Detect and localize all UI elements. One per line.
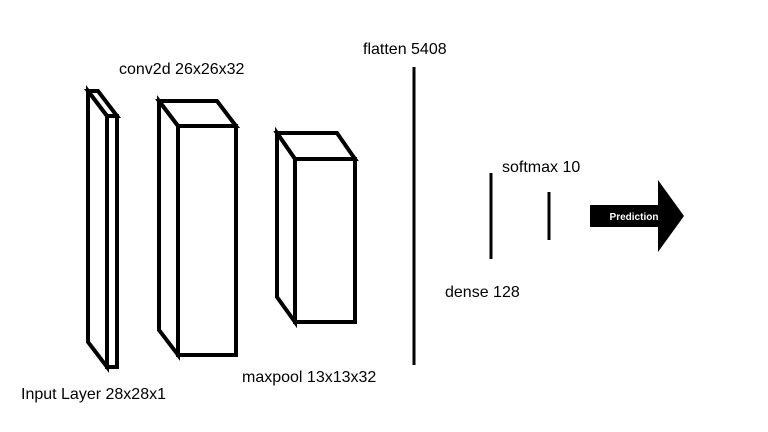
flatten-layer-label: flatten 5408 [363, 41, 447, 58]
conv2d-layer-label: conv2d 26x26x32 [119, 61, 245, 78]
conv2d-layer-box [154, 95, 241, 361]
prediction-arrow-shape [590, 180, 684, 252]
input-layer-label: Input Layer 28x28x1 [21, 386, 166, 403]
maxpool-layer-side-face [275, 126, 297, 329]
dense-layer-label: dense 128 [445, 284, 520, 301]
conv2d-layer-front-face [176, 124, 238, 357]
input-layer-box [83, 85, 122, 373]
input-layer-side-face [86, 85, 109, 373]
prediction-arrow: Prediction [590, 180, 684, 252]
input-layer-front-face [105, 114, 119, 369]
softmax-layer-label: softmax 10 [502, 159, 580, 176]
prediction-arrow-label: Prediction [610, 212, 659, 223]
maxpool-layer-front-face [293, 157, 357, 324]
maxpool-layer-label: maxpool 13x13x32 [242, 369, 376, 386]
conv2d-layer-side-face [157, 95, 180, 361]
maxpool-layer-box [273, 126, 359, 329]
